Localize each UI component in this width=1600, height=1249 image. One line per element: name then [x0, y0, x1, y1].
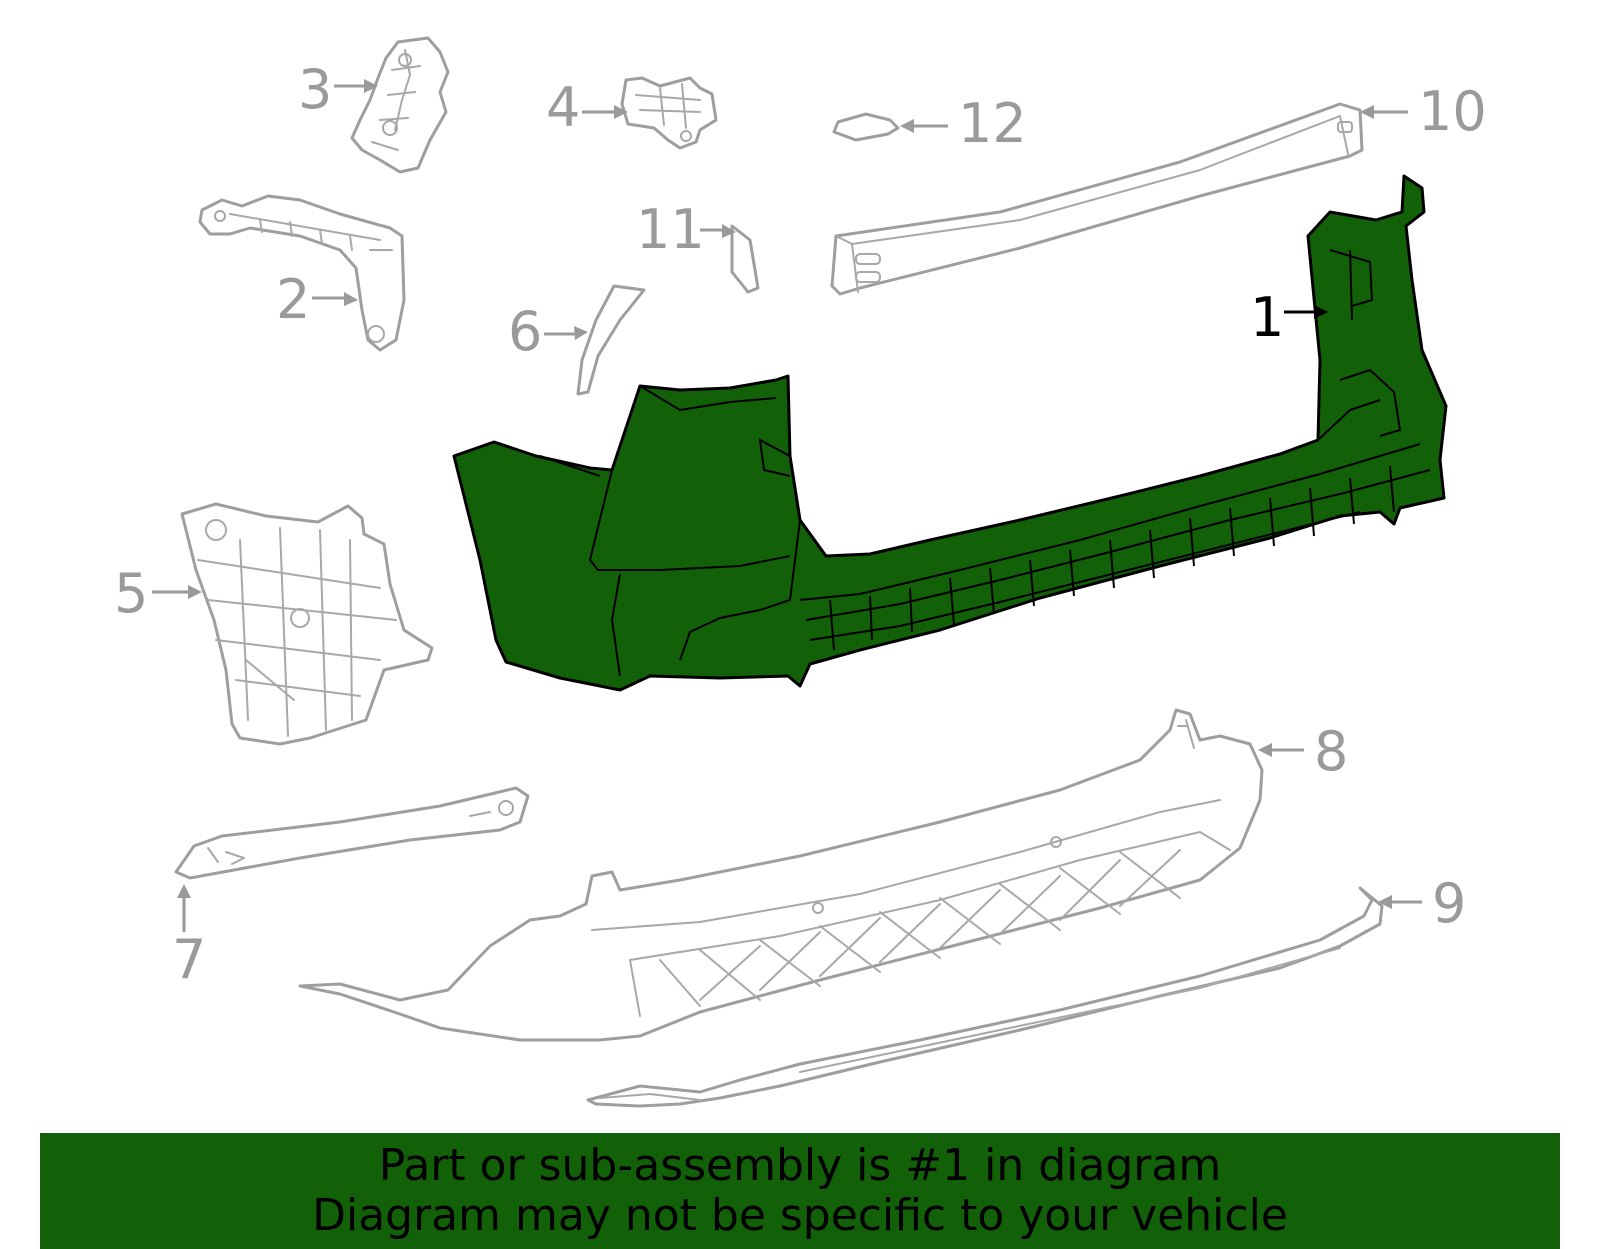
part-1-bumper-cover: [452, 174, 1448, 692]
part-3-bracket: [350, 36, 450, 174]
part-6-trim: [576, 284, 646, 396]
svg-text:1: 1: [1250, 286, 1284, 349]
svg-text:4: 4: [546, 76, 580, 139]
svg-text:12: 12: [958, 92, 1027, 155]
part-12-pad: [832, 112, 900, 142]
callout-8: 8: [1258, 720, 1348, 783]
part-10-reinforcement: [830, 102, 1364, 296]
svg-text:9: 9: [1432, 872, 1466, 935]
svg-text:11: 11: [636, 198, 705, 261]
banner-line-disclaimer: Diagram may not be specific to your vehi…: [312, 1190, 1288, 1241]
svg-text:7: 7: [172, 928, 206, 991]
callout-5: 5: [114, 562, 202, 625]
part-11-clip: [730, 224, 760, 294]
part-7-reflector: [174, 786, 530, 880]
callout-10: 10: [1360, 80, 1487, 143]
svg-text:8: 8: [1314, 720, 1348, 783]
part-9-trim: [586, 886, 1384, 1108]
callout-2: 2: [276, 268, 358, 331]
part-8-valance: [298, 708, 1264, 1042]
part-2-bracket: [198, 194, 406, 352]
callout-11: 11: [636, 198, 736, 261]
parts-diagram: 3 4 12 10 11 2 6 1 5: [114, 36, 1487, 1108]
callout-12: 12: [900, 92, 1027, 155]
svg-text:5: 5: [114, 562, 148, 625]
svg-text:3: 3: [298, 58, 332, 121]
callout-7: 7: [172, 884, 206, 991]
svg-text:10: 10: [1418, 80, 1487, 143]
part-4-bracket: [620, 76, 718, 150]
banner-line-part: Part or sub-assembly is #1 in diagram: [378, 1140, 1222, 1191]
info-banner: Part or sub-assembly is #1 in diagram Di…: [40, 1133, 1560, 1249]
svg-text:6: 6: [508, 300, 542, 363]
callout-9: 9: [1378, 872, 1466, 935]
callout-1: 1: [1250, 286, 1328, 349]
part-5-bracket: [180, 502, 434, 746]
svg-text:2: 2: [276, 268, 310, 331]
callout-4: 4: [546, 76, 628, 139]
callout-6: 6: [508, 300, 588, 363]
callout-3: 3: [298, 58, 378, 121]
